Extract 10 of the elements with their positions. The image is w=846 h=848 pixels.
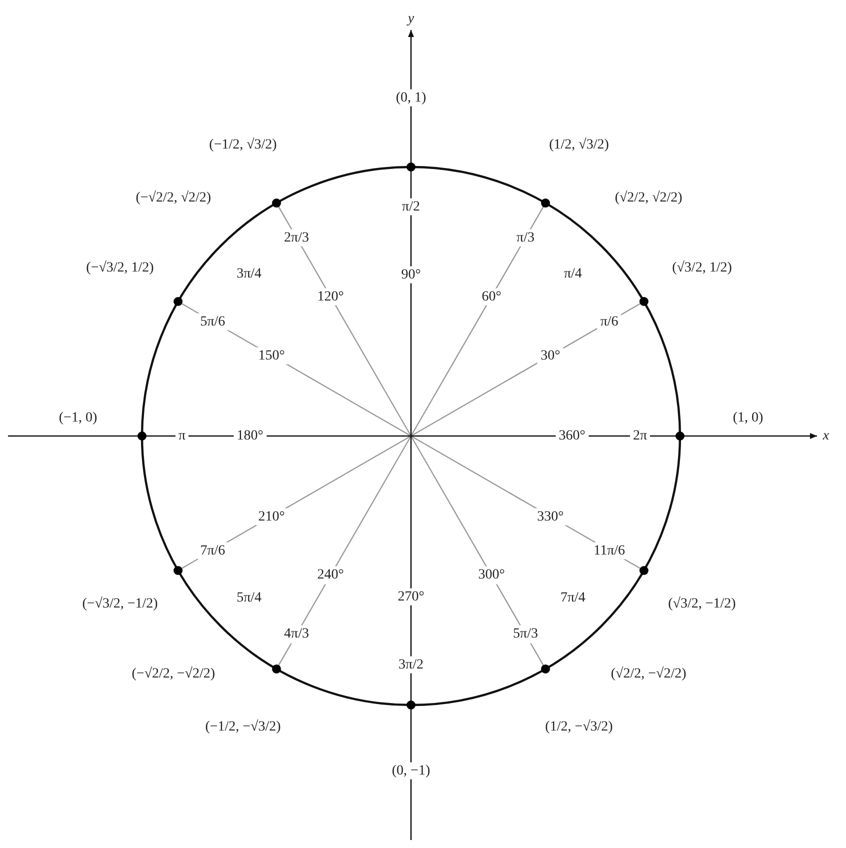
- axis-label: y: [406, 10, 416, 28]
- radian-label: 5π/6: [197, 312, 228, 330]
- degree-label: 330°: [534, 508, 567, 526]
- radian-label: 11π/6: [590, 542, 628, 560]
- radian-label: π/6: [597, 312, 622, 330]
- radian-label: 7π/6: [197, 542, 228, 560]
- degree-label: 30°: [538, 346, 564, 364]
- degree-label: 150°: [255, 346, 288, 364]
- axis-label: x: [822, 427, 830, 445]
- degree-label: 210°: [255, 508, 288, 526]
